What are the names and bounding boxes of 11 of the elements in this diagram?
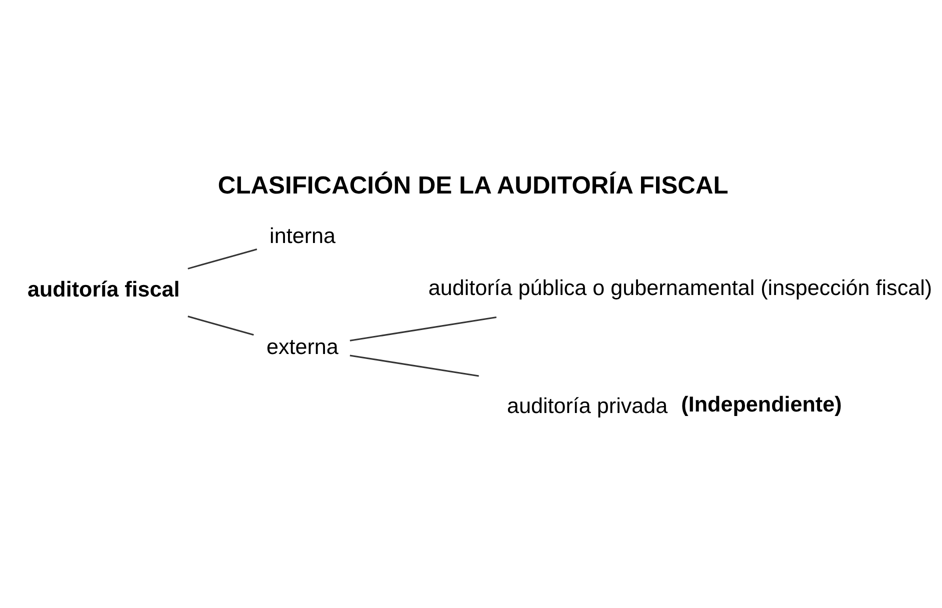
connector [349, 354, 478, 376]
connector [349, 316, 496, 341]
node-label: (Independiente) [680, 391, 842, 416]
connector [187, 315, 254, 336]
node-text: auditoría fiscal [27, 276, 180, 302]
diagram-title: CLASIFICACIÓN DE LA AUDITORÍA FISCAL [217, 172, 728, 200]
node-text: auditoría pública o gubernamental (inspección fiscal) [428, 274, 932, 300]
node-text: interna [269, 222, 336, 248]
connector [187, 248, 257, 269]
node-text: externa [266, 333, 338, 358]
node-text: auditoría privada [506, 392, 668, 418]
